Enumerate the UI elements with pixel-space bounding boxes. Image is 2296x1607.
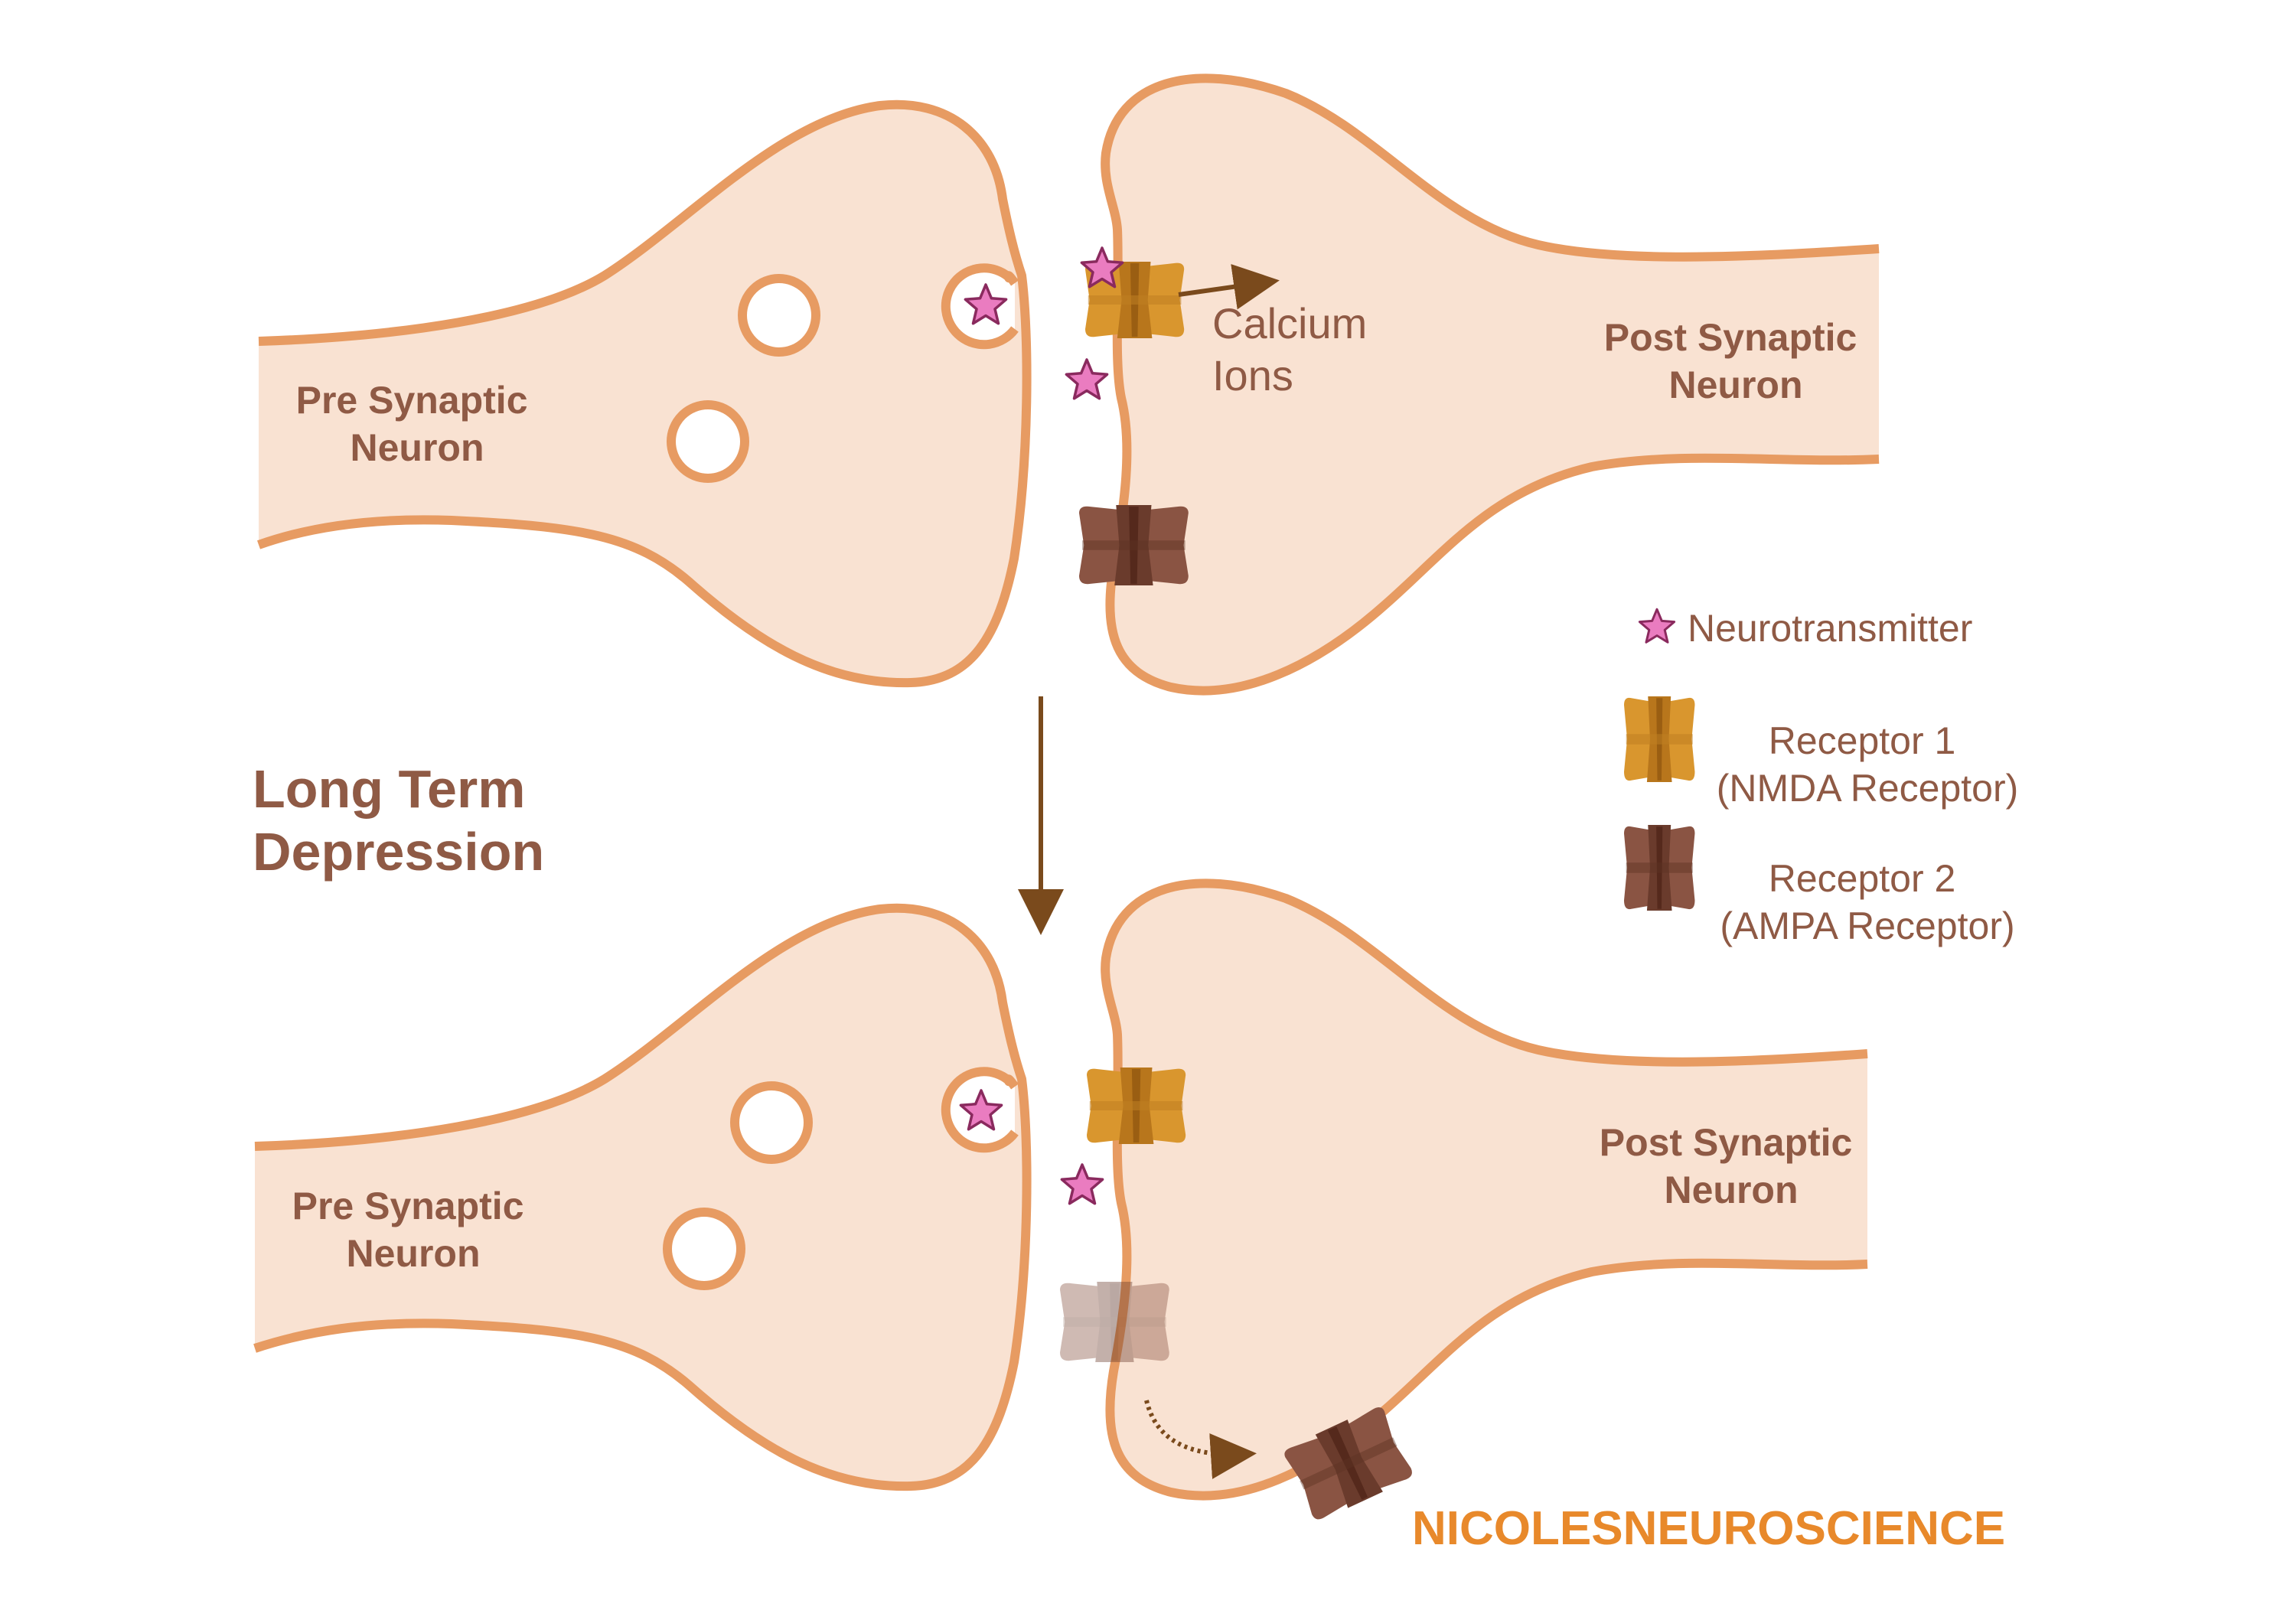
top-pre-synaptic-neuron <box>256 99 1032 688</box>
internalization-arrow <box>1144 1400 1257 1479</box>
bottom-vesicle-1 <box>730 1081 813 1164</box>
bottom-post-label: Post Synaptic Neuron <box>1600 1121 1864 1211</box>
legend: Neurotransmitter Receptor 1 (NMDA Recept… <box>1624 607 2018 947</box>
ampa-receptor-icon <box>1079 505 1189 585</box>
calcium-label: Calcium Ions <box>1212 299 1379 399</box>
bottom-pre-synaptic-neuron <box>253 903 1032 1491</box>
ampa-receptor-icon <box>1624 825 1695 911</box>
neurotransmitter-star-icon <box>1638 608 1676 644</box>
legend-receptor1: Receptor 1 (NMDA Receptor) <box>1717 719 2019 810</box>
top-synapse: Calcium Ions Pre Synaptic Neuron Post Sy… <box>256 73 1880 696</box>
top-pre-label: Pre Synaptic Neuron <box>296 379 539 469</box>
nmda-receptor-icon <box>1624 696 1695 782</box>
credit-label: NICOLESNEUROSCIENCE <box>1412 1502 2005 1555</box>
bottom-post-synaptic-neuron <box>1101 878 1868 1501</box>
top-vesicle-2 <box>667 400 749 483</box>
legend-neurotransmitter: Neurotransmitter <box>1688 607 1972 650</box>
neurotransmitter-star-icon <box>1060 1163 1104 1205</box>
top-vesicle-1 <box>738 274 820 357</box>
bottom-pre-label: Pre Synaptic Neuron <box>292 1185 535 1275</box>
legend-receptor2: Receptor 2 (AMPA Receptor) <box>1720 857 2014 947</box>
bottom-vesicle-2 <box>663 1208 745 1290</box>
top-post-synaptic-neuron <box>1101 73 1880 696</box>
bottom-synapse: Pre Synaptic Neuron Post Synaptic Neuron <box>253 878 1868 1524</box>
neurotransmitter-star-icon <box>1065 358 1109 400</box>
ampa-receptor-fading-icon <box>1060 1282 1169 1362</box>
top-post-label: Post Synaptic Neuron <box>1604 316 1868 406</box>
process-label: Long Term Depression <box>253 759 544 882</box>
nmda-receptor-icon <box>1087 1068 1186 1144</box>
calcium-arrow <box>1178 264 1280 310</box>
